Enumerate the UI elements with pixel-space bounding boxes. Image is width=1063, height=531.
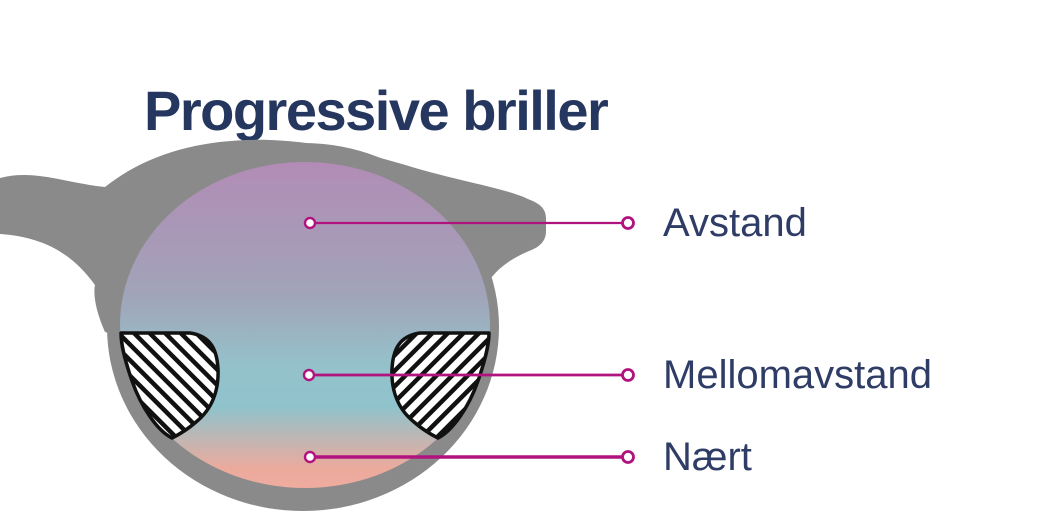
callout-naert	[303, 450, 635, 464]
callout-dot-naert-end	[621, 450, 635, 464]
callout-dot-avstand-start	[303, 216, 317, 230]
callout-label-avstand: Avstand	[663, 201, 807, 245]
callout-dot-mellomavstand-end	[621, 368, 635, 382]
callout-label-naert: Nært	[663, 435, 752, 479]
callout-dot-mellomavstand-start	[302, 368, 316, 382]
blur-zone-left	[119, 331, 220, 440]
callout-dot-naert-start	[303, 450, 317, 464]
progressive-lens	[120, 162, 490, 488]
callout-mellomavstand	[302, 368, 635, 382]
page-title: Progressive briller	[144, 78, 609, 142]
callout-label-mellomavstand: Mellomavstand	[663, 353, 933, 397]
callout-dot-avstand-end	[621, 216, 635, 230]
callout-avstand	[303, 216, 635, 230]
